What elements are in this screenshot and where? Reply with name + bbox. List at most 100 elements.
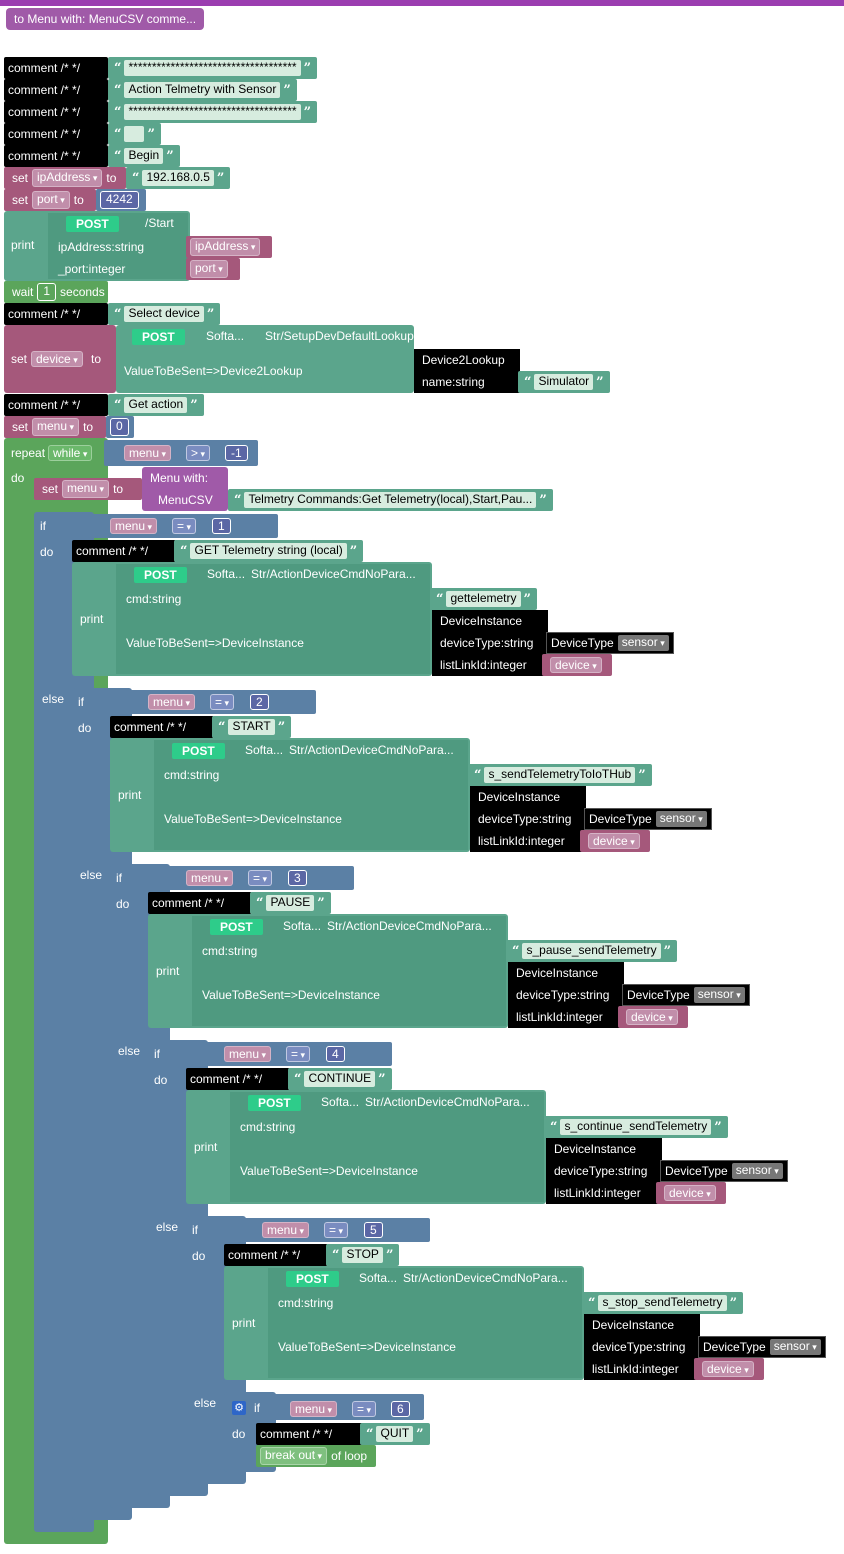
menu-call-block[interactable] (142, 467, 228, 511)
procedure-hat-block[interactable]: to Menu with: MenuCSV comme... (6, 8, 205, 30)
sensor-dropdown[interactable]: sensor (693, 987, 745, 1003)
set-menu-block[interactable]: set menu to (34, 478, 142, 500)
variable-dropdown[interactable]: menu (262, 1222, 310, 1238)
comment-block[interactable]: comment /* */ (4, 57, 108, 79)
comment-block[interactable]: comment /* */ (4, 79, 108, 101)
variable-dropdown[interactable]: menu (290, 1401, 338, 1417)
ip-string-block[interactable]: “192.168.0.5” (126, 167, 231, 189)
device-instance-block[interactable] (470, 786, 586, 852)
comment-block[interactable]: comment /* */ (256, 1423, 364, 1445)
operator-dropdown[interactable]: = (172, 518, 197, 534)
string-block[interactable]: “Simulator” (518, 371, 610, 393)
loop-mode-dropdown[interactable]: while (48, 445, 93, 461)
operator-dropdown[interactable]: = (210, 694, 235, 710)
string-field[interactable]: s_continue_sendTelemetry (560, 1119, 712, 1135)
sensor-dropdown[interactable]: sensor (731, 1163, 783, 1179)
string-block[interactable]: “s_pause_sendTelemetry” (506, 940, 678, 962)
break-out-block[interactable]: break out of loop (256, 1445, 376, 1467)
string-block[interactable]: “************************************” (108, 101, 318, 123)
string-field[interactable]: Simulator (534, 374, 594, 390)
string-field[interactable]: GET Telemetry string (local) (190, 543, 347, 559)
string-block[interactable]: “GET Telemetry string (local)” (174, 540, 364, 562)
string-field[interactable]: s_pause_sendTelemetry (522, 943, 661, 959)
string-field[interactable]: STOP (342, 1247, 383, 1263)
string-block[interactable]: “gettelemetry” (430, 588, 537, 610)
string-field[interactable]: ************************************ (124, 104, 301, 120)
operator-dropdown[interactable]: = (352, 1401, 377, 1417)
variable-dropdown[interactable]: menu (62, 480, 110, 498)
number-field[interactable]: 1 (212, 518, 231, 534)
comment-block[interactable]: comment /* */ (186, 1068, 290, 1090)
ip-field[interactable]: 192.168.0.5 (142, 170, 214, 186)
variable-dropdown[interactable]: menu (32, 418, 80, 436)
sensor-dropdown[interactable]: sensor (617, 635, 669, 651)
variable-dropdown[interactable]: port (32, 191, 70, 209)
string-block[interactable]: “Begin” (108, 145, 180, 167)
number-field[interactable]: 2 (250, 694, 269, 710)
device-instance-block[interactable] (508, 962, 624, 1028)
number-field[interactable]: 6 (391, 1401, 410, 1417)
string-block[interactable]: “QUIT” (360, 1423, 430, 1445)
number-block[interactable]: 4242 (96, 189, 146, 211)
number-field[interactable]: 5 (364, 1222, 383, 1238)
wait-block[interactable]: wait 1 seconds (4, 281, 108, 303)
string-block[interactable]: “Action Telmetry with Sensor” (108, 79, 297, 101)
variable-dropdown[interactable]: device (626, 1009, 678, 1025)
variable-getter[interactable]: port (186, 258, 240, 280)
operator-dropdown[interactable]: = (248, 870, 273, 886)
comment-block[interactable]: comment /* */ (4, 101, 108, 123)
string-block[interactable]: “ ” (108, 123, 161, 145)
comment-block[interactable]: comment /* */ (4, 303, 108, 325)
sensor-dropdown[interactable]: sensor (769, 1339, 821, 1355)
variable-dropdown[interactable]: menu (110, 518, 158, 534)
string-field[interactable]: START (228, 719, 275, 735)
variable-dropdown[interactable]: device (702, 1361, 754, 1377)
set-ipaddress-block[interactable]: set ipAddress to (4, 167, 126, 189)
string-field[interactable]: Action Telmetry with Sensor (124, 82, 281, 98)
number-field[interactable]: 0 (110, 418, 129, 436)
string-block[interactable]: “START” (212, 716, 292, 738)
string-field[interactable]: PAUSE (266, 895, 315, 911)
variable-dropdown[interactable]: device (550, 657, 602, 673)
string-block[interactable]: “Get action” (108, 394, 204, 416)
menu-csv-string[interactable]: “Telmetry Commands:Get Telemetry(local),… (228, 489, 553, 511)
set-menu-block[interactable]: set menu to (4, 416, 106, 438)
flow-dropdown[interactable]: break out (260, 1447, 328, 1465)
comment-block[interactable]: comment /* */ (72, 540, 176, 562)
variable-dropdown[interactable]: device (31, 351, 83, 367)
comment-block[interactable]: comment /* */ (4, 123, 108, 145)
port-number-field[interactable]: 4242 (100, 191, 139, 209)
variable-dropdown[interactable]: menu (124, 445, 172, 461)
string-field[interactable]: Telmetry Commands:Get Telemetry(local),S… (244, 492, 537, 508)
number-block[interactable]: 0 (106, 416, 134, 438)
string-field[interactable]: Get action (124, 397, 188, 413)
string-field[interactable]: s_stop_sendTelemetry (598, 1295, 727, 1311)
variable-dropdown[interactable]: port (190, 260, 228, 278)
string-field[interactable]: QUIT (376, 1426, 414, 1442)
string-field[interactable] (124, 126, 145, 142)
variable-dropdown[interactable]: menu (186, 870, 234, 886)
number-field[interactable]: 4 (326, 1046, 345, 1062)
comment-block[interactable]: comment /* */ (148, 892, 252, 914)
variable-dropdown[interactable]: menu (148, 694, 196, 710)
string-field[interactable]: gettelemetry (446, 591, 521, 607)
device2lookup-object-block[interactable] (414, 349, 520, 393)
string-field[interactable]: Begin (124, 148, 164, 164)
number-field[interactable]: -1 (225, 445, 248, 461)
operator-dropdown[interactable]: > (186, 445, 211, 461)
variable-dropdown[interactable]: device (588, 833, 640, 849)
sensor-dropdown[interactable]: sensor (655, 811, 707, 827)
comment-block[interactable]: comment /* */ (224, 1244, 328, 1266)
device-instance-block[interactable] (584, 1314, 700, 1380)
wait-number-field[interactable]: 1 (37, 283, 57, 301)
string-field[interactable]: ************************************ (124, 60, 301, 76)
string-block[interactable]: “Select device” (108, 303, 221, 325)
gear-icon[interactable]: ⚙ (232, 1401, 246, 1415)
string-block[interactable]: “s_stop_sendTelemetry” (582, 1292, 744, 1314)
string-field[interactable]: CONTINUE (304, 1071, 376, 1087)
variable-getter[interactable]: ipAddress (186, 236, 272, 258)
operator-dropdown[interactable]: = (286, 1046, 311, 1062)
